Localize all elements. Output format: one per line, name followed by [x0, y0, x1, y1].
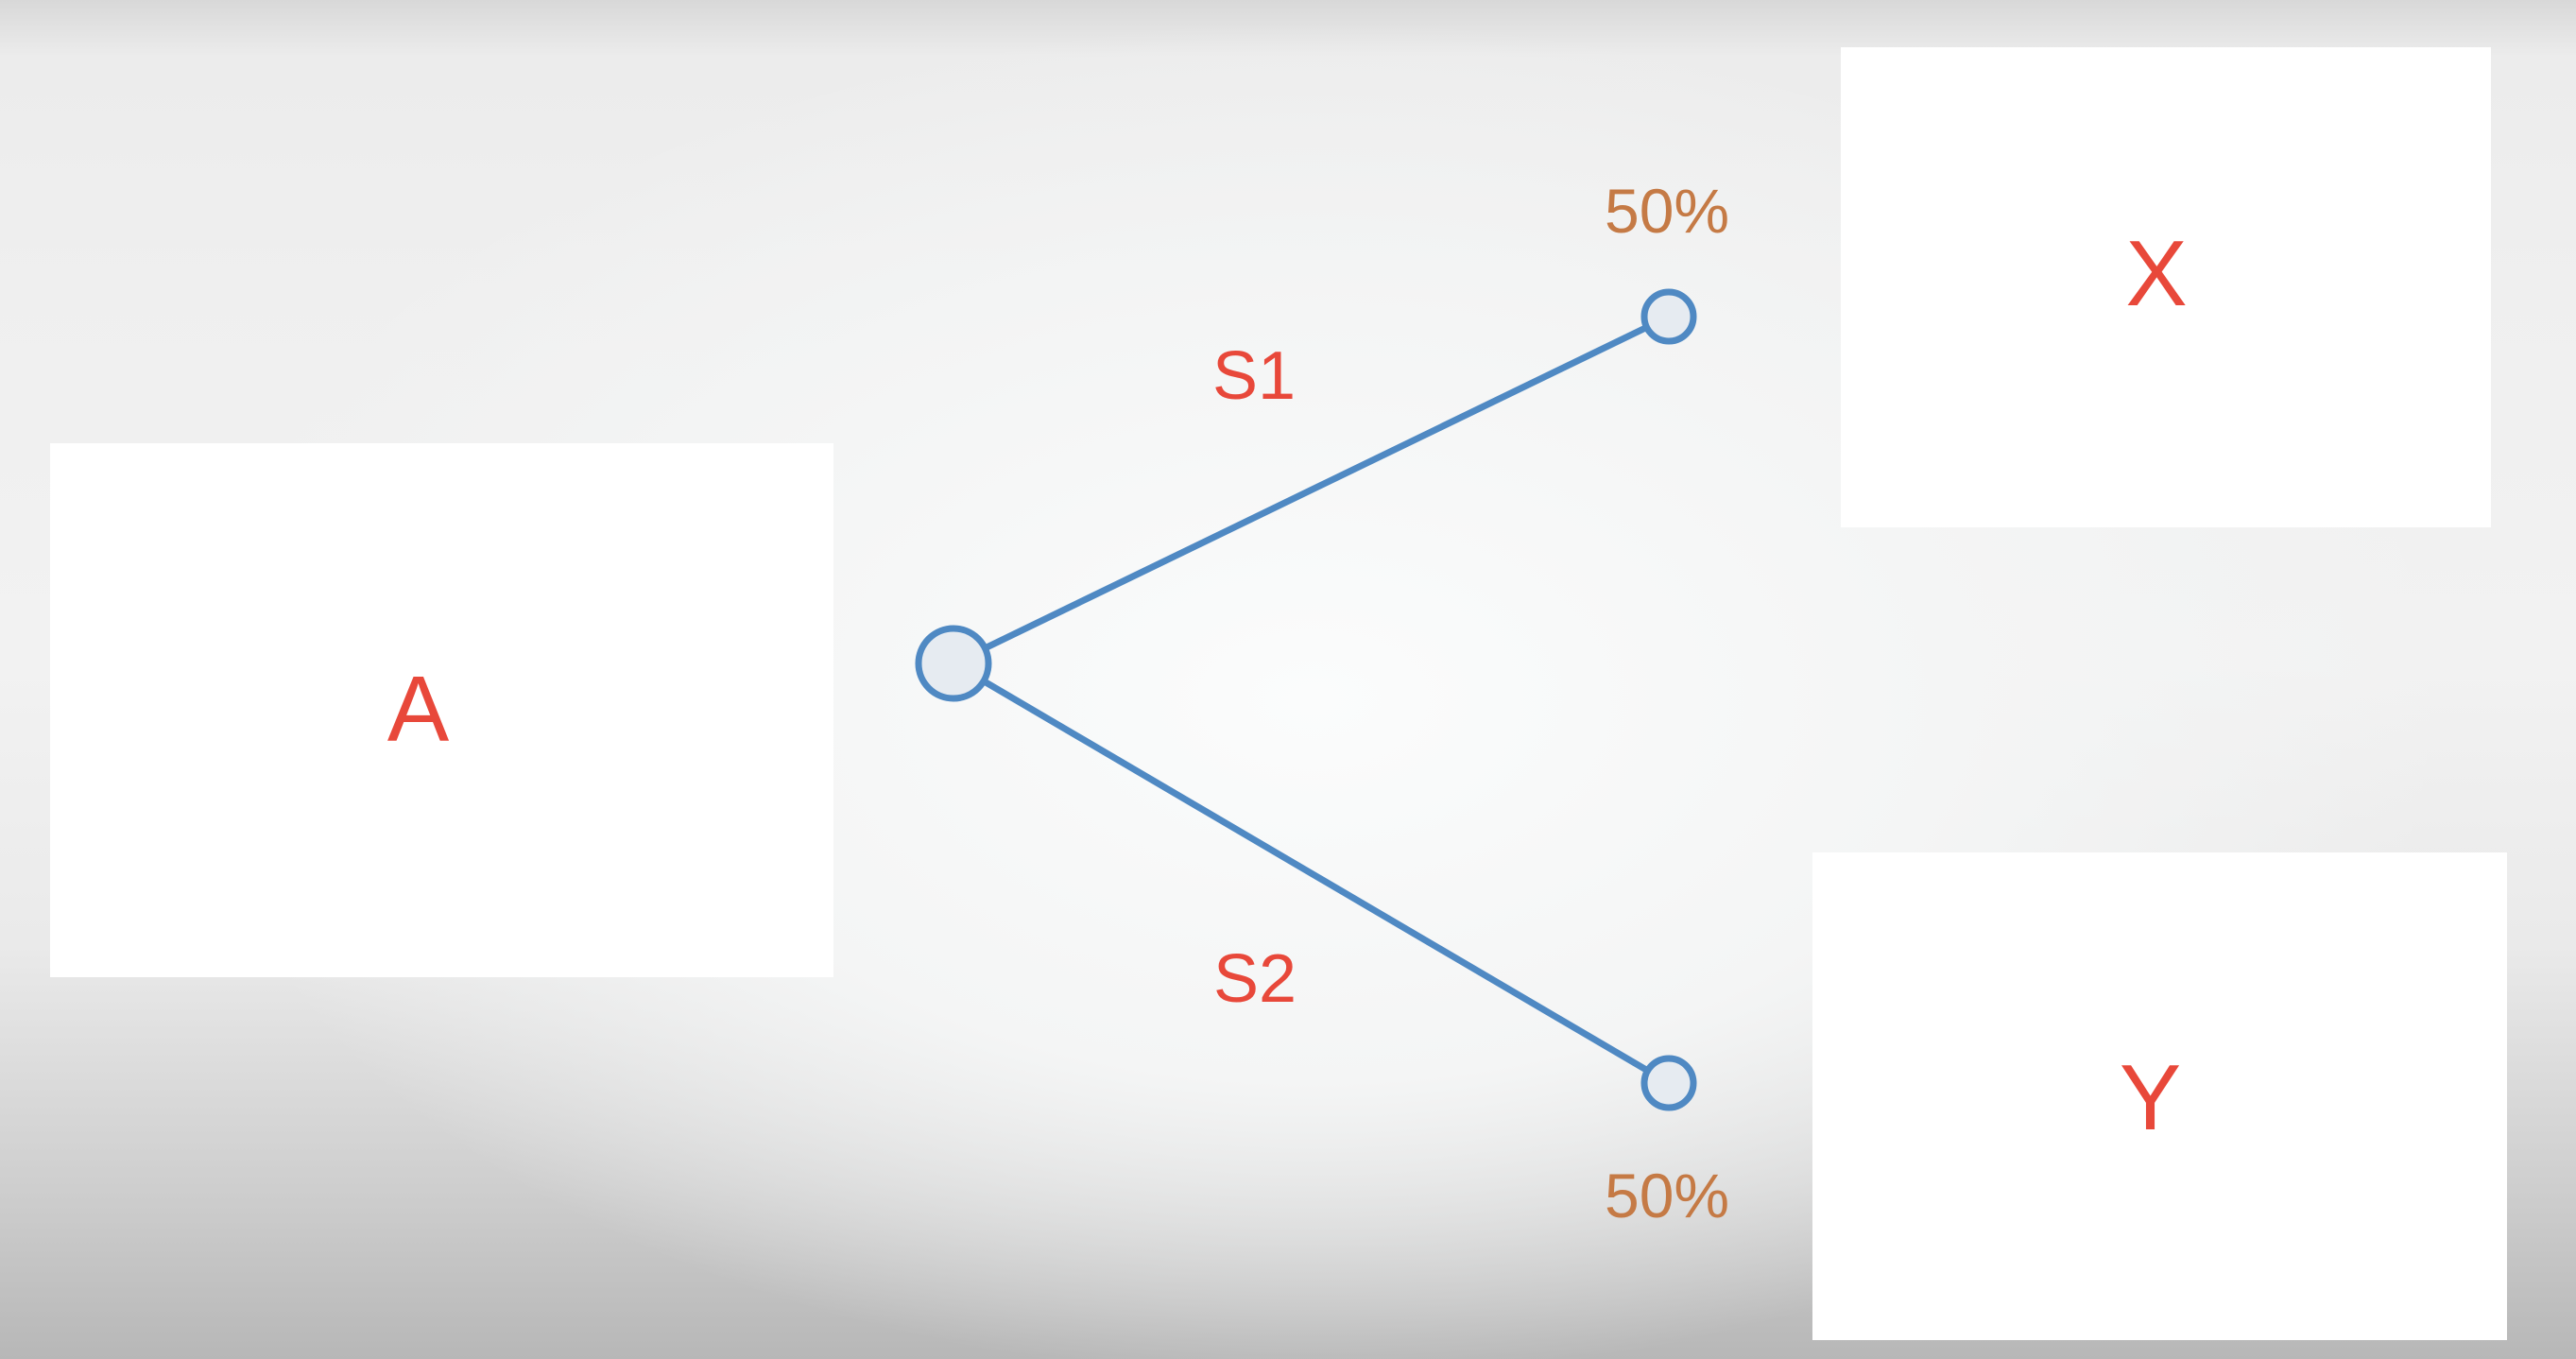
branch-s1-label: S1 [1212, 338, 1297, 414]
probability-bottom-label: 50% [1605, 1161, 1730, 1230]
branch-s2-label: S2 [1213, 941, 1297, 1017]
branch-line-s2 [950, 660, 1673, 1087]
box-a: A [50, 443, 833, 977]
box-x: X [1841, 47, 2491, 527]
root-node [915, 625, 992, 702]
branch-line-s1 [950, 313, 1673, 667]
probability-top-label: 50% [1605, 176, 1730, 246]
leaf-node-top [1640, 288, 1697, 345]
box-a-label: A [386, 656, 450, 761]
box-y-label: Y [2119, 1045, 2182, 1149]
box-y: Y [1812, 852, 2507, 1340]
box-x-label: X [2125, 221, 2188, 325]
leaf-node-bottom [1640, 1055, 1697, 1111]
